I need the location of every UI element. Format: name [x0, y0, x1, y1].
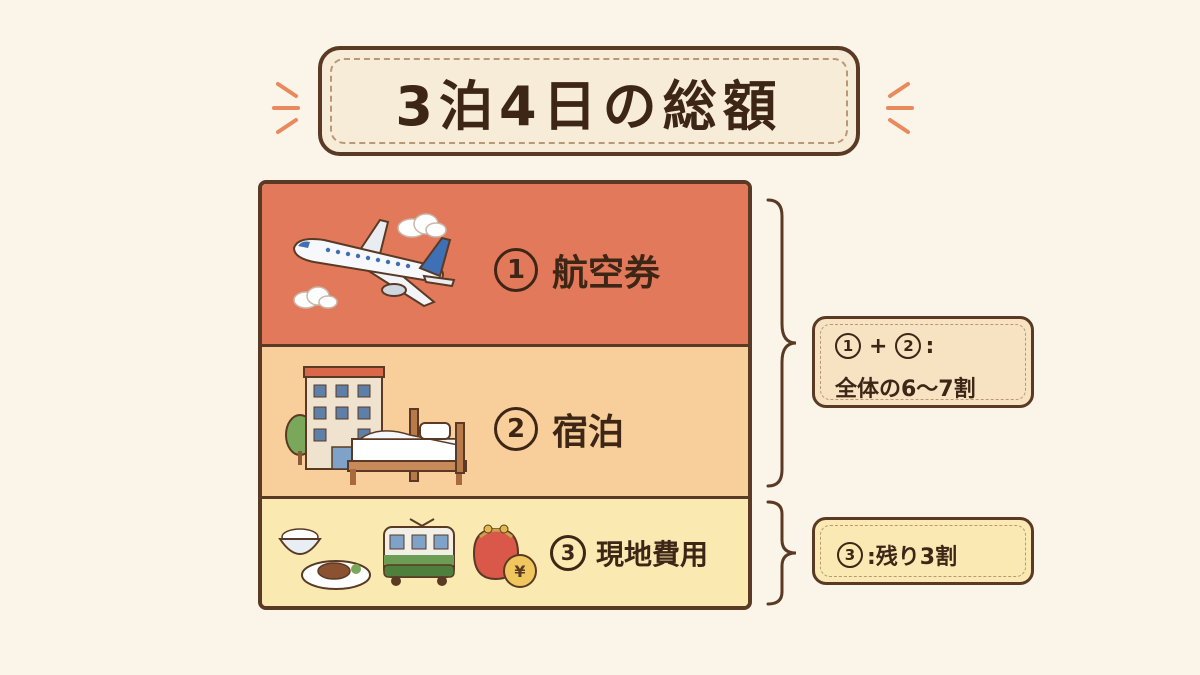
row-label-lodging: 2 宿泊 [494, 403, 624, 455]
note-circled-number-2: 2 [895, 333, 922, 359]
brace-upper [766, 198, 797, 488]
note-upper-line1: 1 + 2 : [835, 333, 934, 359]
row-label-local: 3 現地費用 [550, 533, 708, 573]
note-lower-text: :残り3割 [867, 545, 958, 570]
hotel-bed-icon [285, 366, 467, 485]
note-local-share: 3 :残り3割 [812, 517, 1034, 585]
food-train-purse-icon: ¥ [278, 518, 537, 590]
label-local-costs: 現地費用 [596, 538, 709, 571]
svg-text:¥: ¥ [514, 562, 525, 581]
circled-number-2: 2 [494, 407, 538, 451]
brace-lower [766, 500, 797, 606]
note-lower-line: 3 :残り3割 [837, 539, 957, 571]
row-lodging: 2 宿泊 [262, 347, 748, 499]
page-title: 3泊4日の総額 [395, 74, 783, 138]
cost-stack: 1 航空券 2 [258, 180, 752, 610]
note-upper-line2: 全体の6〜7割 [835, 377, 976, 402]
note-colon: : [925, 333, 935, 359]
spark-left-icon [272, 82, 300, 134]
note-airfare-lodging-share: 1 + 2 : 全体の6〜7割 [812, 316, 1034, 408]
airplane-icon [292, 213, 456, 309]
row-local-costs: ¥ 3 現地費用 [262, 499, 748, 606]
row-airfare: 1 航空券 [262, 184, 748, 347]
label-lodging: 宿泊 [552, 412, 625, 453]
label-airfare: 航空券 [552, 253, 661, 294]
circled-number-3: 3 [550, 535, 586, 571]
note-circled-number-3: 3 [837, 542, 863, 568]
spark-right-icon [886, 82, 914, 134]
title-box: 3泊4日の総額 [318, 46, 860, 156]
note-circled-number-1: 1 [835, 333, 861, 359]
note-plus: + [869, 333, 888, 359]
circled-number-1: 1 [494, 248, 538, 292]
row-label-airfare: 1 航空券 [494, 244, 660, 296]
